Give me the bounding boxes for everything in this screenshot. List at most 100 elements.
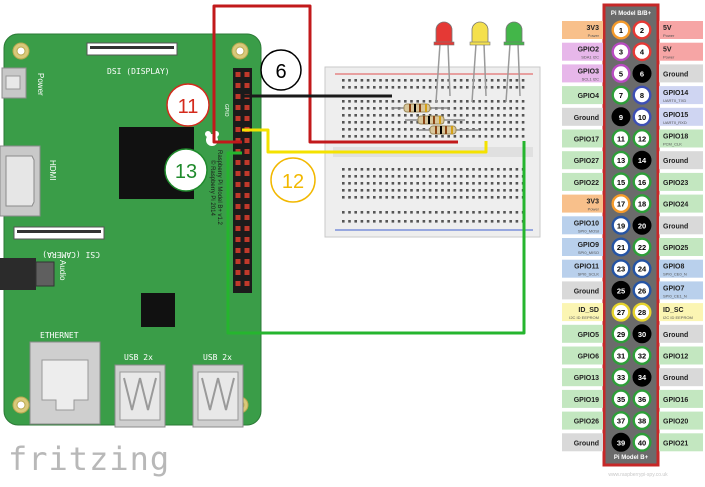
breadboard-hole: [441, 211, 444, 214]
pin-name: GPIO6: [578, 354, 600, 361]
pin-number: 1: [619, 26, 623, 35]
breadboard-hole: [453, 168, 457, 171]
breadboard-hole: [385, 107, 388, 110]
pin-number: 28: [638, 308, 646, 317]
breadboard-hole: [379, 121, 382, 124]
breadboard-hole: [497, 211, 500, 214]
breadboard-hole: [416, 182, 419, 185]
pin-label-box: [659, 324, 703, 343]
header-pin: [244, 72, 250, 77]
pin-number: 33: [617, 373, 625, 382]
breadboard-hole: [478, 182, 481, 185]
breadboard-hole: [503, 100, 506, 103]
breadboard-hole: [366, 175, 370, 178]
breadboard-hole: [490, 79, 494, 82]
breadboard-hole: [360, 182, 364, 185]
breadboard-hole: [490, 196, 494, 199]
pin-circle: [632, 172, 652, 192]
breadboard-hole: [348, 114, 351, 117]
breadboard-hole: [441, 168, 444, 171]
breadboard-hole: [416, 135, 419, 138]
pin-name: GPIO26: [574, 419, 599, 426]
breadboard-hole: [453, 220, 457, 223]
wire-yellow: [242, 128, 488, 154]
breadboard-hole: [435, 211, 438, 214]
breadboard-hole: [509, 189, 512, 192]
breadboard-hole: [360, 121, 364, 124]
pin-number: 10: [638, 113, 646, 122]
breadboard-hole: [509, 211, 512, 214]
breadboard-hole: [447, 220, 450, 223]
breadboard-hole: [478, 121, 481, 124]
breadboard-hole: [416, 211, 419, 214]
pin-function: SPI0_CE1_N: [663, 293, 687, 298]
header-pin: [235, 105, 241, 110]
wire-red: [212, 4, 458, 144]
breadboard-hole: [360, 107, 364, 110]
breadboard-hole: [441, 135, 444, 138]
breadboard-hole: [447, 100, 450, 103]
breadboard-hole: [373, 128, 376, 131]
breadboard-hole: [490, 128, 494, 131]
breadboard-hole: [342, 211, 345, 214]
breadboard-hole: [466, 86, 469, 89]
breadboard-hole: [416, 168, 419, 171]
breadboard-hole: [385, 86, 388, 89]
pin-function: UART0_TXD: [663, 98, 686, 103]
breadboard-hole: [459, 211, 463, 214]
breadboard-hole: [490, 211, 494, 214]
breadboard-hole: [379, 114, 382, 117]
breadboard-hole: [379, 86, 382, 89]
pin-circle: [611, 280, 631, 300]
breadboard-hole: [416, 114, 419, 117]
wire-green: [226, 141, 526, 335]
pin-name: 3V3: [587, 199, 600, 206]
breadboard-hole: [354, 196, 357, 199]
pin-name: GPIO10: [574, 220, 599, 227]
breadboard-hole: [509, 100, 512, 103]
header-pin: [235, 193, 241, 198]
pin-number: 4: [640, 48, 645, 57]
header-pin: [244, 83, 250, 88]
breadboard-hole: [503, 86, 506, 89]
breadboard-hole: [422, 189, 426, 192]
breadboard-hole: [404, 128, 407, 131]
pin-function: Power: [588, 33, 600, 38]
pin-label-box: [562, 303, 603, 322]
hdmi-label: HDMI: [48, 160, 57, 180]
pin-label-box: [562, 368, 603, 387]
breadboard-hole: [503, 196, 506, 199]
pin-function: SDA1 I2C: [581, 55, 599, 60]
pin-name: GPIO19: [574, 397, 599, 404]
breadboard-hole: [373, 175, 376, 178]
breadboard-hole: [379, 135, 382, 138]
pin-function: Power: [663, 55, 675, 60]
breadboard-hole: [385, 121, 388, 124]
header-pin: [235, 226, 241, 231]
breadboard-hole: [397, 121, 401, 124]
breadboard-hole: [435, 175, 438, 178]
breadboard-hole: [416, 220, 419, 223]
breadboard-hole: [366, 135, 370, 138]
breadboard-hole: [459, 175, 463, 178]
breadboard-hole: [466, 182, 469, 185]
breadboard-hole: [497, 220, 500, 223]
breadboard-hole: [515, 121, 519, 124]
pin-name: GPIO13: [574, 375, 599, 382]
breadboard-hole: [509, 168, 512, 171]
breadboard-hole: [342, 114, 345, 117]
breadboard-hole: [404, 79, 407, 82]
breadboard-hole: [478, 86, 481, 89]
breadboard-hole: [385, 189, 388, 192]
breadboard-hole: [484, 135, 488, 138]
pin-function: Power: [588, 207, 600, 212]
breadboard-hole: [422, 79, 426, 82]
wires: [212, 4, 526, 335]
pin-number: 6: [640, 69, 644, 78]
pin-number: 18: [638, 200, 646, 209]
pin-circle: [611, 172, 631, 192]
breadboard-hole: [453, 100, 457, 103]
